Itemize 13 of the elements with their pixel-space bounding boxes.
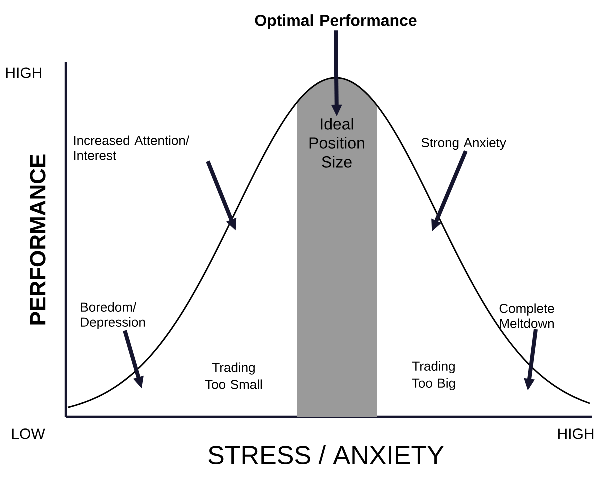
region-label: Trading Too Small	[205, 362, 262, 390]
callout-text: Boredom/ Depression	[81, 302, 146, 330]
callout-text: Increased Attention/ Interest	[74, 136, 190, 160]
axis-label: HIGH	[558, 428, 594, 440]
axis-label: HIGH	[6, 68, 42, 78]
axis-title: PERFORMANCE	[30, 154, 46, 325]
callout-text: Complete Meltdown	[500, 304, 554, 328]
region-label: Trading Too Big	[412, 361, 456, 391]
heading: Optimal Performance	[255, 14, 417, 30]
callout-text: Strong Anxiety	[422, 138, 506, 150]
axis-title: STRESS / ANXIETY	[208, 445, 444, 465]
axis-label: LOW	[12, 428, 46, 440]
band-label: Ideal Position Size	[310, 118, 364, 168]
